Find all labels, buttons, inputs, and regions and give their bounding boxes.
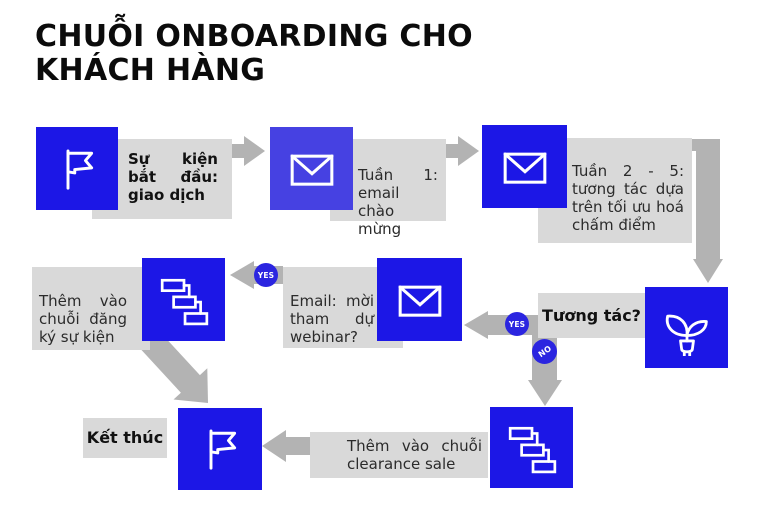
plant-plug-icon <box>665 314 708 356</box>
arrow-week1-week25-head <box>458 136 479 166</box>
yes-badge-label: YES <box>508 319 526 329</box>
node-interact-label: Tương tác? <box>542 305 641 325</box>
node-start-icon-box <box>36 127 118 210</box>
arrow-week25-interact-head <box>693 259 723 283</box>
node-interact-icon-box <box>645 287 728 368</box>
node-webinar-label: Email: mời tham dự webinar? <box>290 292 374 346</box>
node-interact-label-box: Tương tác? <box>538 293 645 338</box>
node-clearance-label-box: Thêm vào chuỗi clearance sale <box>310 432 488 478</box>
flag-icon <box>66 149 94 190</box>
node-eventchain-label: Thêm vào chuỗi đăng ký sự kiện <box>39 292 127 346</box>
node-end-icon-box <box>178 408 262 490</box>
arrow-interact-webinar-head <box>464 311 488 339</box>
page-title: CHUỖI ONBOARDING CHO KHÁCH HÀNG <box>35 19 473 88</box>
node-clearance-icon-box <box>490 407 573 488</box>
arrow-eventchain-end-diagonal <box>138 333 208 403</box>
node-end-label: Kết thúc <box>86 428 164 448</box>
workflow-icon <box>160 278 208 325</box>
envelope-icon <box>290 154 333 186</box>
arrow-start-week1-body <box>228 144 244 158</box>
arrow-clearance-end-body <box>284 437 312 455</box>
envelope-icon <box>503 152 546 184</box>
flag-icon <box>209 429 237 470</box>
node-start-label: Sự kiện bắt đầu: giao dịch <box>128 150 218 204</box>
arrow-interact-clearance-head <box>528 380 562 406</box>
node-eventchain-label-box: Thêm vào chuỗi đăng ký sự kiện <box>32 267 150 350</box>
node-webinar-icon-box <box>377 258 462 341</box>
node-clearance-label: Thêm vào chuỗi clearance sale <box>347 437 482 473</box>
yes-badge-webinar: YES <box>254 263 278 287</box>
node-week1-label: Tuần 1: email chào mừng <box>358 166 438 238</box>
node-week25-icon-box <box>482 125 567 208</box>
node-eventchain-icon-box <box>142 258 225 341</box>
envelope-icon <box>398 285 441 317</box>
no-badge-label: NO <box>536 343 553 360</box>
arrow-clearance-end-head <box>262 430 286 462</box>
node-week1-icon-box <box>270 127 353 210</box>
yes-badge-label: YES <box>257 270 275 280</box>
arrow-webinar-eventchain-head <box>230 261 254 289</box>
arrow-start-week1-head <box>244 136 265 166</box>
workflow-icon <box>508 426 556 473</box>
node-week25-label: Tuần 2 - 5: tương tác dựa trên tối ưu ho… <box>572 162 684 234</box>
no-badge-interact: NO <box>532 339 557 364</box>
arrow-week25-interact-elbow-v <box>696 139 720 260</box>
yes-badge-interact: YES <box>505 312 529 336</box>
node-end-label-box: Kết thúc <box>83 418 167 458</box>
